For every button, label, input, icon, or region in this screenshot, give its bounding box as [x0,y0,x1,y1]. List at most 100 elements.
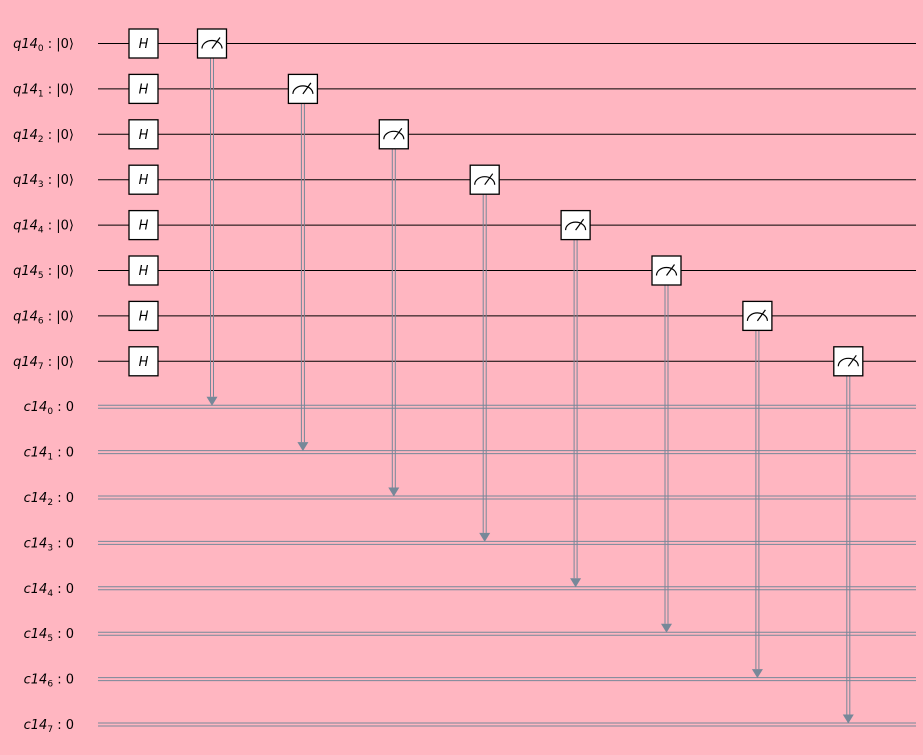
measure-gate-0 [196,28,228,59]
qubit-label-2-register: q14 [13,128,38,143]
meter-needle-icon-4 [575,218,585,231]
qubit-label-6-index: 6 [38,316,44,326]
qubit-label-4-index: 4 [38,226,44,236]
clbit-label-7: c147 : 0 [24,718,74,735]
qubit-label-4-separator: : [44,219,57,234]
clbit-label-6-register: c14 [24,673,48,688]
clbit-label-0-index: 0 [47,407,53,417]
qubit-label-7-register: q14 [13,355,38,370]
qubit-label-5-register: q14 [13,264,38,279]
qubit-label-0-register: q14 [13,37,38,52]
qubit-label-5-init: |0⟩ [56,264,74,279]
qubit-label-5: q145 : |0⟩ [13,264,74,281]
hadamard-gate-3 [128,164,159,195]
hadamard-label-4: H [139,219,149,234]
hadamard-label-1: H [139,82,149,97]
qubit-label-2-index: 2 [38,135,44,145]
clbit-label-5-init: 0 [66,627,74,642]
clbit-label-5: c145 : 0 [24,627,74,644]
qubit-label-0: q140 : |0⟩ [13,37,74,54]
qubit-label-1-separator: : [44,82,57,97]
qubit-label-7-init: |0⟩ [56,355,74,370]
wires-layer [98,43,916,727]
clbit-label-7-init: 0 [66,718,74,733]
hadamard-gate-0 [128,28,159,59]
clbit-label-2-register: c14 [24,491,48,506]
clbit-label-3-index: 3 [47,543,53,553]
meter-needle-icon-3 [484,173,494,186]
clbit-label-2: c142 : 0 [24,491,74,508]
meter-needle-icon-0 [211,37,221,49]
qubit-label-5-separator: : [44,264,57,279]
clbit-label-4-init: 0 [66,582,74,597]
meter-arc-icon-1 [292,85,314,94]
qubit-label-3-init: |0⟩ [56,173,74,188]
measure-gate-3 [469,164,500,195]
hadamard-gate-2 [128,119,159,150]
qubit-label-3-register: q14 [13,173,38,188]
measure-arrow-icon-2 [388,487,400,497]
clbit-label-4-register: c14 [24,582,48,597]
hadamard-gate-4 [128,209,159,241]
clbit-label-0-register: c14 [24,400,48,415]
measure-arrow-icon-0 [206,396,218,406]
qubit-label-7: q147 : |0⟩ [13,355,74,372]
clbit-label-3-register: c14 [24,536,48,551]
measure-connectors-layer [206,58,854,724]
clbit-label-5-register: c14 [24,627,48,642]
measure-gate-4 [560,209,591,241]
hadamard-gate-7 [128,346,159,377]
meter-arc-icon-6 [746,312,768,321]
qubit-label-4-init: |0⟩ [56,219,74,234]
measure-gate-5 [651,255,682,286]
clbit-label-6: c146 : 0 [24,673,74,690]
clbit-label-1-index: 1 [47,453,53,463]
hadamard-label-7: H [139,355,149,370]
measure-gate-1 [287,73,319,105]
qubit-label-4-register: q14 [13,219,38,234]
qubit-label-2: q142 : |0⟩ [13,128,74,145]
clbit-label-0-init: 0 [66,400,74,415]
qubit-label-7-index: 7 [38,362,44,372]
meter-arc-icon-5 [655,266,678,276]
qubit-label-6-separator: : [44,309,57,324]
clbit-label-3-separator: : [53,536,66,551]
labels-layer: q140 : |0⟩q141 : |0⟩q142 : |0⟩q143 : |0⟩… [13,37,74,735]
clbit-label-5-separator: : [53,627,66,642]
meter-needle-icon-2 [393,127,403,140]
measure-arrow-icon-4 [570,578,582,588]
clbit-label-4-separator: : [53,582,66,597]
clbit-label-2-init: 0 [66,491,74,506]
clbit-label-1-register: c14 [24,446,48,461]
measure-arrow-icon-5 [661,623,672,633]
meter-needle-icon-6 [756,309,766,322]
qubit-label-0-index: 0 [38,44,44,54]
meter-arc-icon-7 [837,357,859,367]
clbit-label-1: c141 : 0 [24,446,74,463]
qubit-label-4: q144 : |0⟩ [13,219,74,236]
meter-arc-icon-0 [201,39,223,49]
qubit-label-2-separator: : [44,128,57,143]
clbit-label-3: c143 : 0 [24,536,74,553]
qubit-label-6: q146 : |0⟩ [13,309,74,326]
qubit-label-0-separator: : [44,37,57,52]
clbit-label-7-index: 7 [47,725,53,735]
clbit-label-3-init: 0 [66,536,74,551]
measure-arrow-icon-6 [751,669,763,679]
meter-arc-icon-4 [565,221,587,231]
measure-arrow-icon-7 [842,714,854,724]
hadamard-gate-5 [128,255,159,286]
meter-needle-icon-5 [666,264,675,276]
clbit-label-6-separator: : [53,673,66,688]
clbit-label-1-separator: : [53,446,66,461]
clbit-label-4-index: 4 [47,589,53,599]
qubit-label-1: q141 : |0⟩ [13,82,74,99]
meter-arc-icon-3 [474,176,496,185]
hadamard-label-0: H [139,37,149,52]
measure-arrow-icon-1 [297,442,309,452]
hadamard-label-5: H [139,264,149,279]
qubit-label-2-init: |0⟩ [56,128,74,143]
clbit-label-6-init: 0 [66,673,74,688]
clbit-label-1-init: 0 [66,446,74,461]
